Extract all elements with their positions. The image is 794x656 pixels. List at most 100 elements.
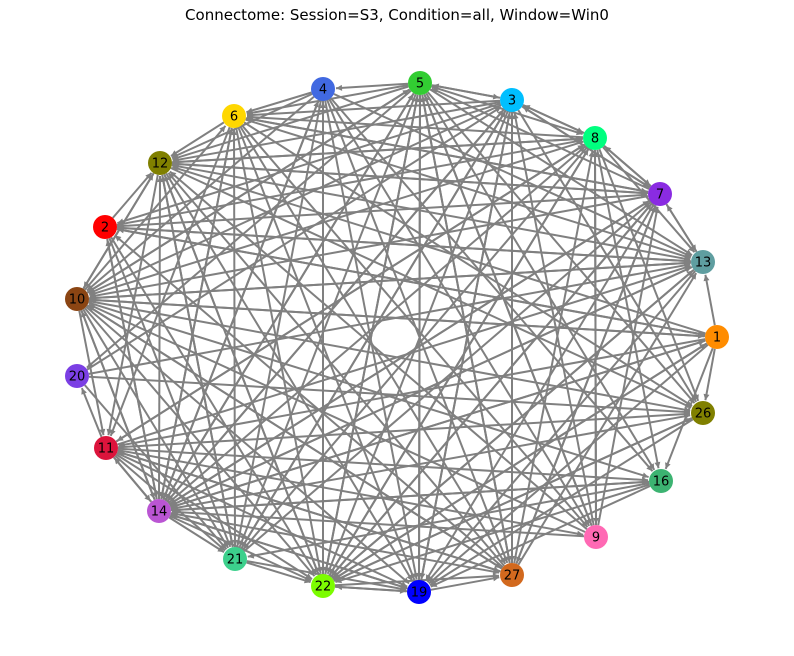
- edge-9-to-3: [512, 112, 595, 526]
- node-circle-26: [691, 401, 715, 425]
- edge-27-to-10: [87, 305, 503, 570]
- node-20: 20: [65, 364, 89, 388]
- edge-4-to-16: [330, 97, 654, 472]
- node-21: 21: [223, 547, 247, 571]
- edge-22-to-19: [334, 585, 407, 594]
- node-label-9: 9: [592, 531, 600, 546]
- node-label-3: 3: [508, 94, 516, 109]
- edge-16-to-14: [171, 480, 650, 513]
- node-16: 16: [649, 469, 673, 493]
- node-3: 3: [500, 88, 524, 112]
- edge-14-to-2: [105, 239, 158, 500]
- node-label-5: 5: [416, 77, 424, 92]
- edge-6-to-13: [245, 118, 691, 260]
- edge-6-to-19: [237, 126, 416, 581]
- node-11: 11: [94, 436, 118, 460]
- edge-14-to-11: [113, 457, 153, 503]
- edge-8-to-13: [602, 146, 696, 253]
- node-label-27: 27: [504, 569, 521, 584]
- edge-27-to-11: [118, 450, 501, 573]
- edge-27-to-5: [420, 95, 511, 564]
- edge-22-to-8: [328, 148, 590, 577]
- edge-6-to-12: [170, 121, 225, 157]
- node-circle-22: [311, 574, 335, 598]
- node-circle-9: [584, 525, 608, 549]
- node-label-6: 6: [230, 110, 238, 125]
- edge-5-to-20: [86, 90, 412, 369]
- edge-22-to-1: [332, 343, 707, 581]
- node-circle-10: [65, 287, 89, 311]
- node-circle-2: [93, 215, 117, 239]
- edge-4-to-9: [328, 98, 591, 527]
- edge-14-to-3: [166, 109, 505, 503]
- edge-14-to-5: [164, 93, 415, 502]
- edge-27-to-8: [513, 150, 595, 564]
- node-circle-7: [648, 182, 672, 206]
- edge-2-to-12: [112, 172, 153, 219]
- edge-1-to-26: [703, 348, 716, 401]
- node-label-16: 16: [653, 475, 670, 490]
- edge-27-to-12: [167, 172, 505, 567]
- edge-12-to-19: [165, 172, 414, 582]
- edge-5-to-4: [335, 82, 409, 91]
- edge-7-to-5: [431, 87, 650, 190]
- edge-16-to-22: [335, 483, 650, 584]
- node-circle-3: [500, 88, 524, 112]
- node-2: 2: [93, 215, 117, 239]
- edge-5-to-16: [425, 92, 656, 471]
- node-circle-27: [500, 563, 524, 587]
- node-label-8: 8: [591, 132, 599, 147]
- edge-4-to-21: [235, 100, 322, 547]
- edge-5-to-13: [429, 88, 693, 256]
- node-13: 13: [691, 250, 715, 274]
- edge-8-to-6: [246, 114, 584, 139]
- node-label-22: 22: [315, 580, 332, 595]
- node-label-21: 21: [227, 553, 244, 568]
- edge-6-to-22: [235, 127, 323, 574]
- node-circle-11: [94, 436, 118, 460]
- node-circle-14: [147, 499, 171, 523]
- edge-27-to-13: [517, 272, 698, 566]
- edge-13-to-10: [89, 261, 692, 301]
- node-label-10: 10: [69, 293, 86, 308]
- edge-27-to-2: [114, 234, 504, 568]
- edge-5-to-3: [431, 84, 500, 100]
- node-label-26: 26: [695, 407, 712, 422]
- edge-21-to-22: [246, 561, 311, 584]
- node-19: 19: [407, 580, 431, 604]
- node-circle-6: [222, 104, 246, 128]
- edge-1-to-11: [118, 338, 706, 448]
- node-8: 8: [583, 126, 607, 150]
- edge-5-to-12: [172, 85, 409, 161]
- edge-19-to-27: [430, 575, 500, 591]
- edge-27-to-7: [515, 205, 657, 565]
- edge-9-to-5: [423, 94, 593, 527]
- edge-14-to-4: [162, 100, 320, 501]
- edge-14-to-10: [80, 310, 156, 501]
- node-circle-4: [311, 77, 335, 101]
- node-circle-20: [65, 364, 89, 388]
- edge-10-to-16: [88, 301, 649, 479]
- edge-11-to-22: [115, 453, 313, 580]
- edge-4-to-27: [326, 99, 509, 564]
- edge-12-to-11: [106, 174, 159, 436]
- edge-14-to-21: [168, 516, 225, 553]
- edge-22-to-5: [324, 95, 420, 575]
- edge-2-to-8: [116, 138, 583, 226]
- edge-5-to-21: [238, 93, 417, 548]
- edges-layer: [78, 82, 716, 594]
- node-label-4: 4: [319, 83, 327, 98]
- edge-9-to-14: [171, 509, 585, 538]
- edge-19-to-3: [420, 112, 512, 581]
- node-14: 14: [147, 499, 171, 523]
- node-label-11: 11: [98, 442, 115, 457]
- node-label-20: 20: [69, 370, 86, 385]
- node-9: 9: [584, 525, 608, 549]
- edge-11-to-8: [115, 144, 585, 443]
- edge-14-to-27: [170, 512, 500, 575]
- edge-12-to-7: [171, 162, 648, 196]
- edge-14-to-13: [169, 266, 692, 507]
- edge-12-to-13: [171, 164, 691, 262]
